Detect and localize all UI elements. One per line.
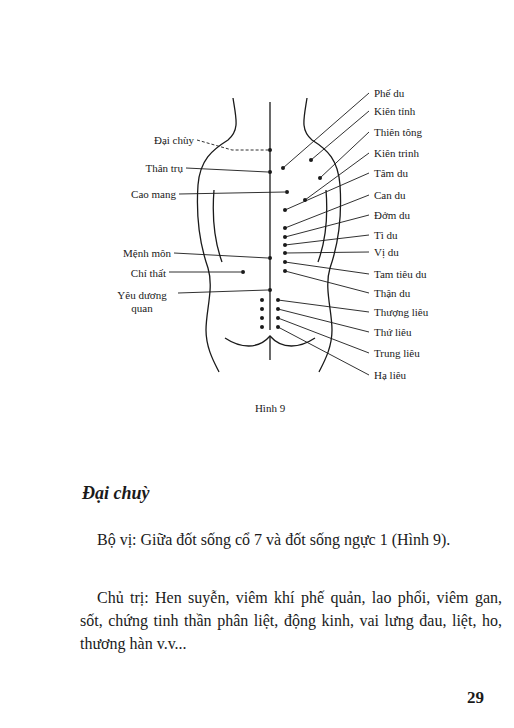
- point-label: Đởm du: [374, 209, 410, 222]
- acupoint-dots: [241, 148, 322, 329]
- torso-outline-right: [304, 98, 341, 372]
- point-label: Trung liêu: [374, 347, 420, 360]
- point-label: Kiên tỉnh: [374, 105, 415, 118]
- leader-lines: [169, 93, 369, 375]
- point-label: Tam tiêu du: [374, 268, 426, 281]
- cleft-line: [269, 336, 270, 360]
- body-paragraph: Bộ vị: Giữa đốt sống cổ 7 và đốt sống ng…: [80, 528, 502, 551]
- figure-caption: Hình 9: [255, 402, 285, 414]
- point-label: Thiên tông: [374, 126, 422, 139]
- point-label: Đại chùy: [154, 134, 194, 147]
- point-label: Thận du: [374, 287, 410, 300]
- point-label: Phế du: [374, 87, 404, 100]
- point-label: Thượng liêu: [374, 306, 428, 319]
- point-label: Thứ liêu: [374, 326, 411, 339]
- point-label: Kiên trinh: [374, 147, 419, 160]
- point-label: Cao mang: [131, 188, 176, 201]
- point-label: Can du: [374, 189, 405, 202]
- point-label: Tì du: [374, 229, 398, 242]
- page-number: 29: [467, 688, 484, 708]
- arm-line-left: [213, 190, 222, 262]
- point-label: Vị du: [374, 246, 399, 259]
- point-label: Tâm du: [374, 167, 408, 180]
- point-label: Yêu dương quan: [108, 289, 176, 315]
- point-label: Hạ liêu: [374, 369, 406, 382]
- point-label: Thân trụ: [145, 162, 183, 175]
- point-label: Chí thất: [131, 267, 166, 280]
- spine-line: [269, 102, 270, 330]
- body-paragraph: Chủ trị: Hen suyễn, viêm khí phế quản, l…: [80, 586, 502, 655]
- torso-outline-left: [197, 98, 236, 372]
- point-label: Mệnh môn: [123, 247, 171, 260]
- section-heading: Đại chuỳ: [82, 483, 150, 504]
